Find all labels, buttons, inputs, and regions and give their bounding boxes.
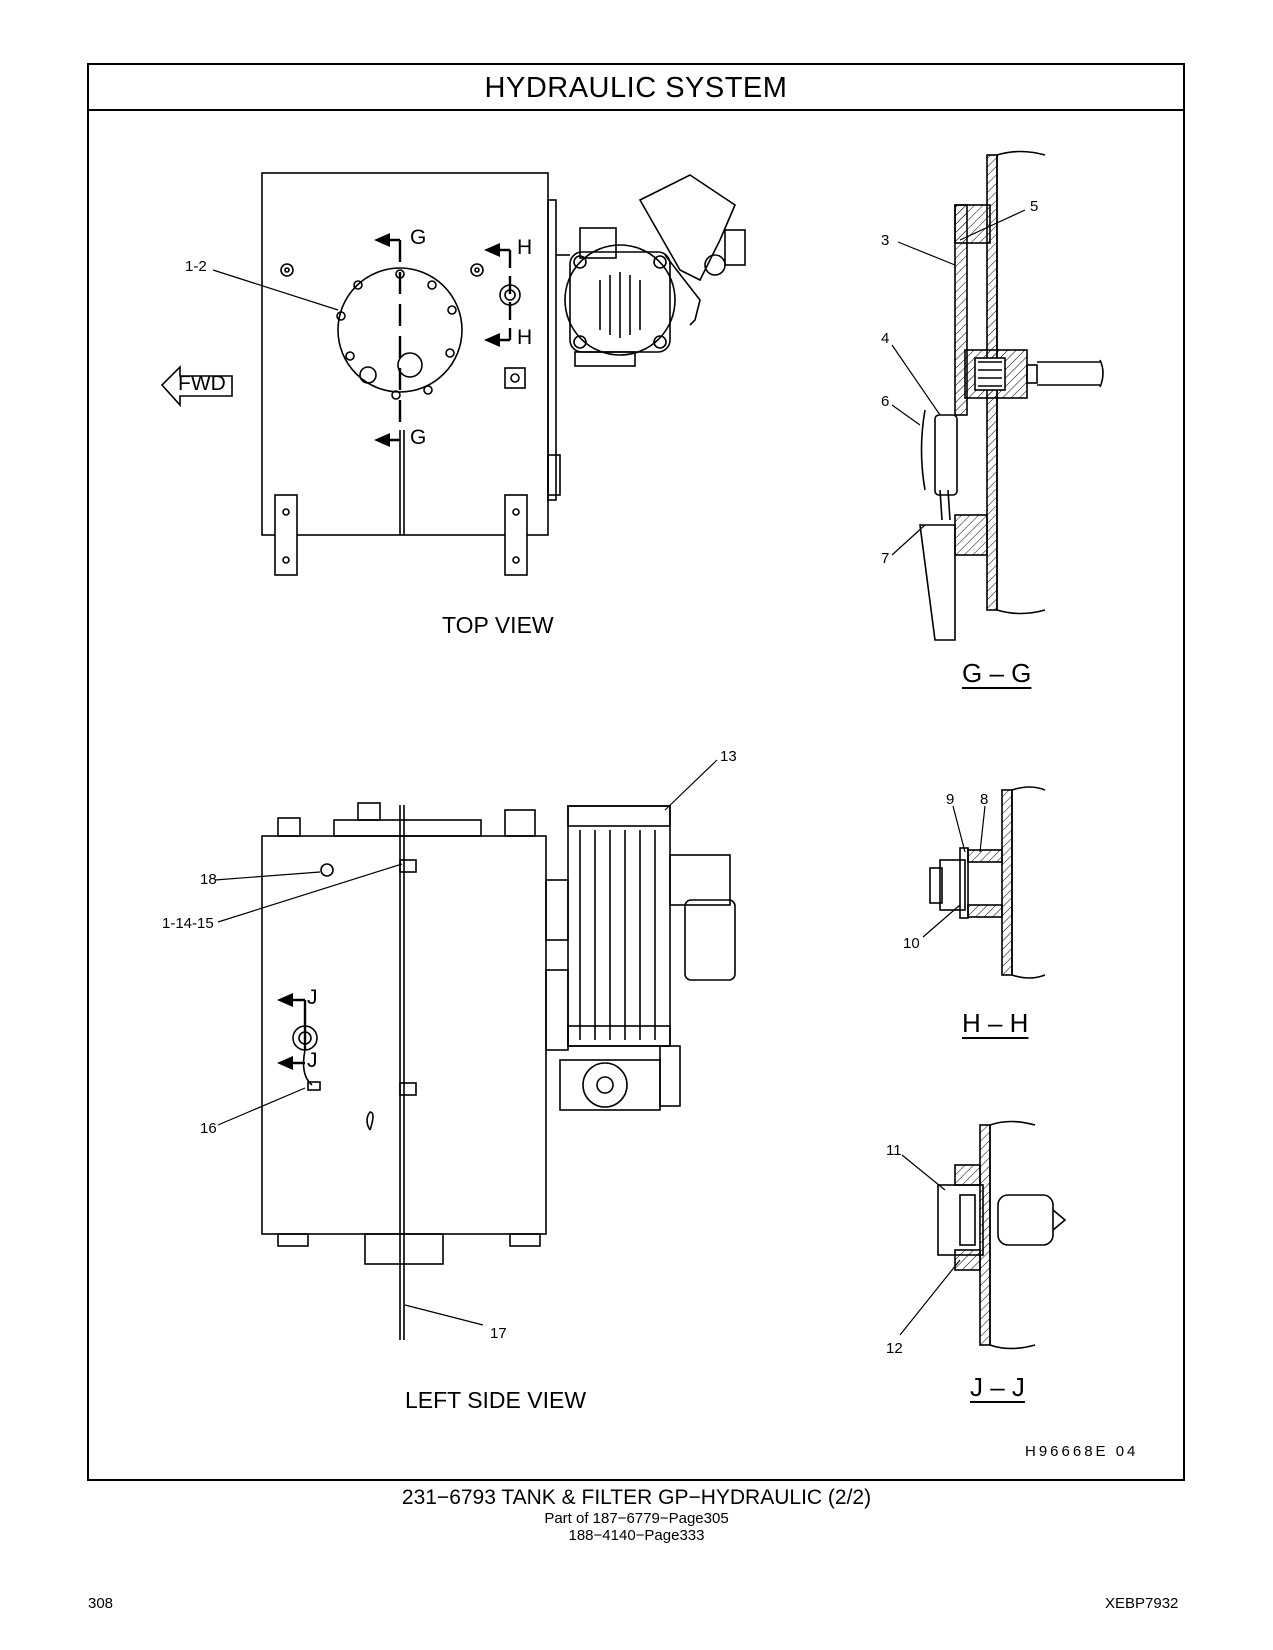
top-view-drawing <box>261 172 746 576</box>
callout-9: 9 <box>946 791 955 808</box>
callout-13: 13 <box>720 748 737 765</box>
section-jj-caption: J – J <box>970 1372 1025 1402</box>
callout-1-14-15: 1-14-15 <box>162 915 214 932</box>
document-id: XEBP7932 <box>1105 1595 1179 1612</box>
section-jj-drawing <box>937 1120 1067 1350</box>
callout-18: 18 <box>200 871 217 888</box>
section-gg-drawing <box>919 150 1104 641</box>
callout-6: 6 <box>881 393 890 410</box>
section-hh-caption: H – H <box>962 1008 1029 1038</box>
part-of-references: Part of 187−6779−Page305 188−4140−Page33… <box>0 1510 1273 1544</box>
callout-17: 17 <box>490 1325 507 1342</box>
top-view-caption: TOP VIEW <box>442 612 554 638</box>
section-hh-drawing <box>929 786 1046 979</box>
callout-8: 8 <box>980 791 989 808</box>
callout-7: 7 <box>881 550 890 567</box>
callout-16: 16 <box>200 1120 217 1137</box>
fwd-arrow-icon <box>160 365 233 408</box>
page-number: 308 <box>88 1595 114 1612</box>
fwd-label: FWD <box>178 372 226 395</box>
callout-10: 10 <box>903 935 920 952</box>
section-gg-caption: G – G <box>962 658 1032 688</box>
left-side-view-caption: LEFT SIDE VIEW <box>405 1387 587 1413</box>
drawing-code: H96668E 04 <box>1025 1443 1139 1460</box>
cut-label-h-top: H <box>517 236 533 259</box>
cut-label-g-bottom: G <box>410 426 427 449</box>
cut-label-j-top: J <box>307 986 318 1009</box>
cut-label-h-bottom: H <box>517 326 533 349</box>
drawing-frame: HYDRAULIC SYSTEM <box>87 63 1185 1481</box>
callout-12: 12 <box>886 1340 903 1357</box>
callout-11: 11 <box>886 1142 902 1159</box>
cut-label-g-top: G <box>410 226 427 249</box>
callout-5: 5 <box>1030 198 1039 215</box>
callout-3: 3 <box>881 232 890 249</box>
group-title: 231−6793 TANK & FILTER GP−HYDRAULIC (2/2… <box>401 1486 872 1509</box>
part-of-line-1: Part of 187−6779−Page305 <box>544 1510 729 1527</box>
cut-label-j-bottom: J <box>307 1049 318 1072</box>
left-side-view-drawing <box>261 802 736 1340</box>
callout-4: 4 <box>881 330 890 347</box>
callout-1-2: 1-2 <box>185 258 207 275</box>
part-of-line-2: 188−4140−Page333 <box>568 1527 705 1544</box>
page-title: HYDRAULIC SYSTEM <box>89 65 1183 111</box>
